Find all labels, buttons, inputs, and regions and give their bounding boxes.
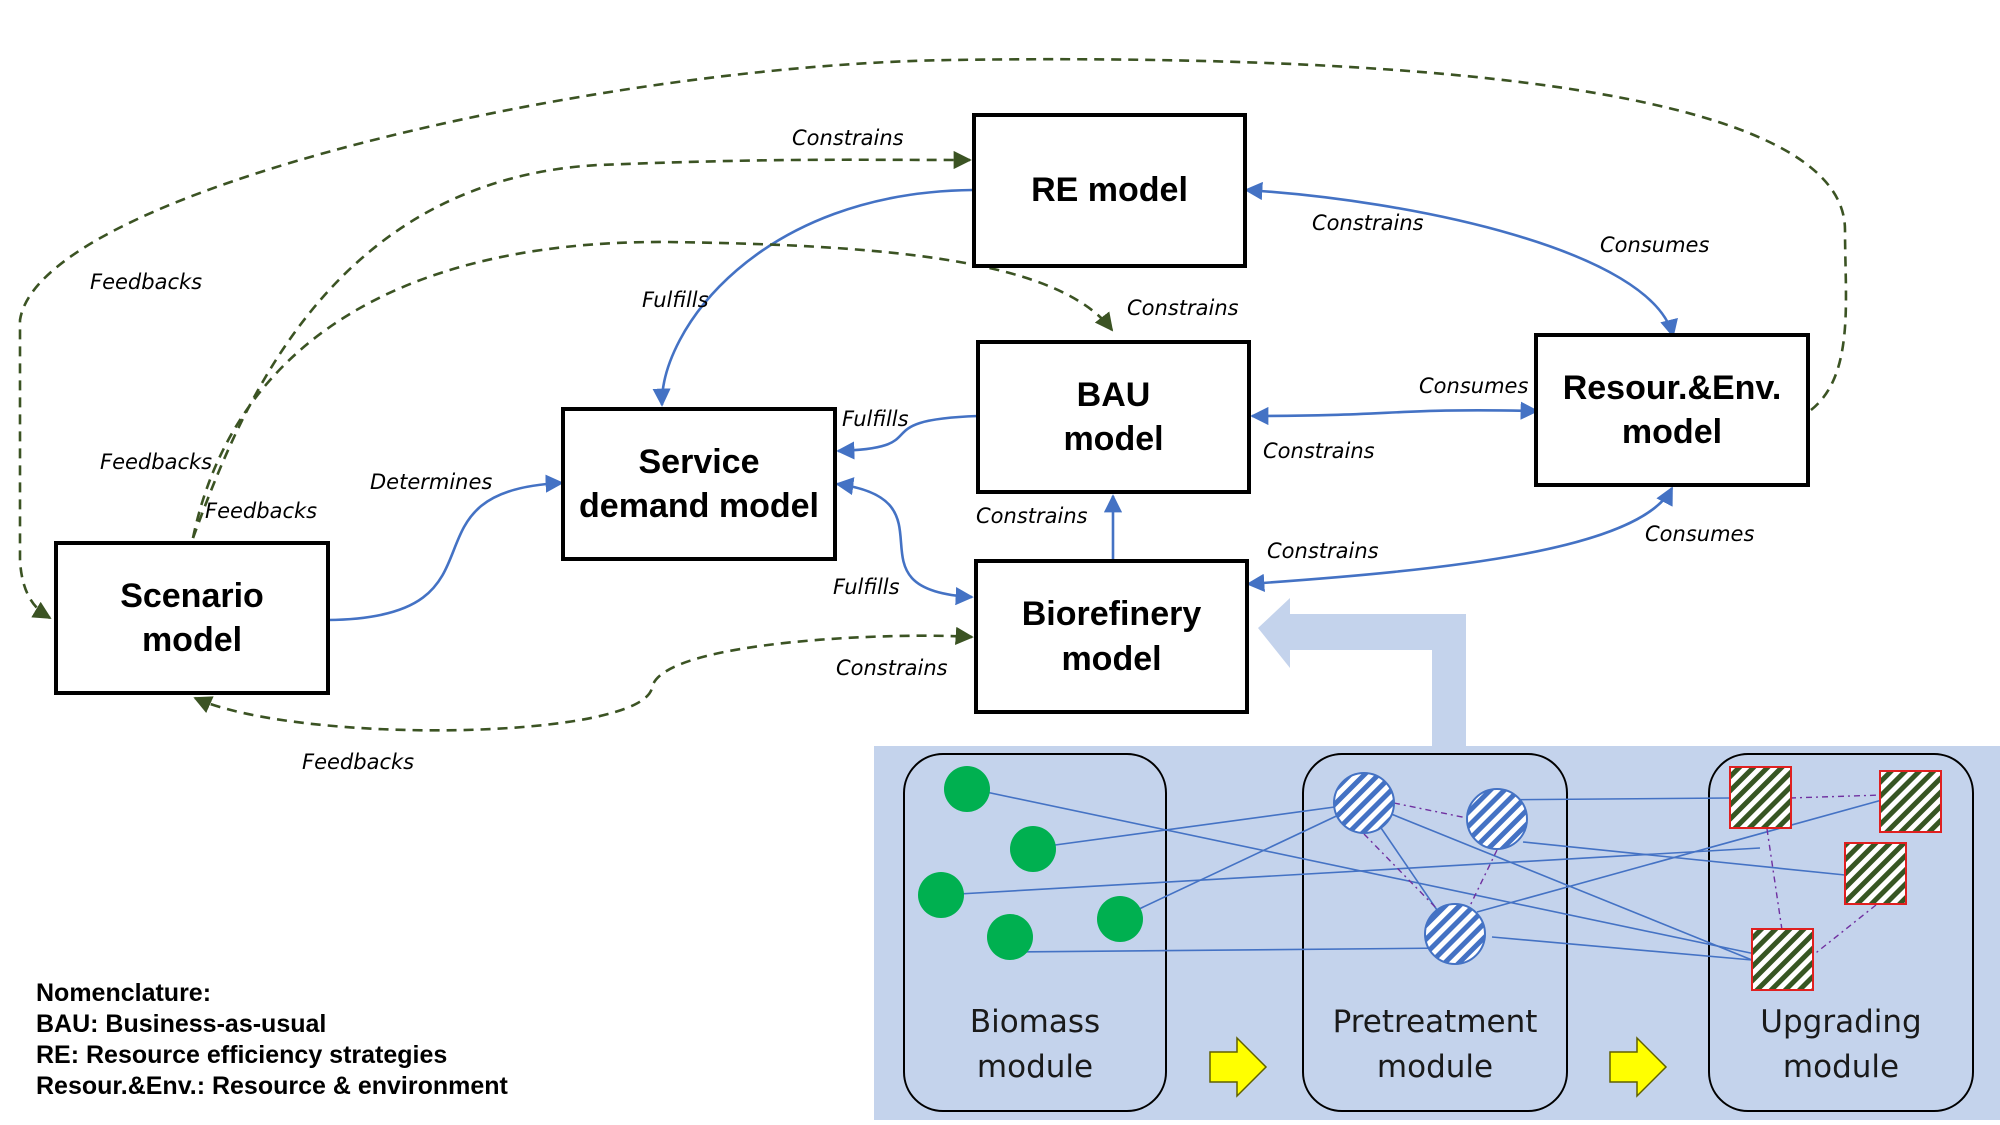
edge-label: Constrains [1127,296,1239,320]
upgrading-internal-link [1789,794,1883,799]
edge-label: Feedbacks [205,499,318,523]
biomass-node [1097,896,1143,942]
pretreatment-node [1424,903,1486,965]
re-to-service-arrow [652,188,974,407]
scenario-to-service-arrow [327,474,564,622]
bau-to-service-arrow [836,414,979,460]
scenario-biorefinery-dashed-arrow [193,626,974,732]
re-resource-arrow [1244,181,1678,338]
edge-label: Fulfills [833,575,900,599]
edge-label: Constrains [976,504,1088,528]
panel-to-biorefinery-arrow [1258,598,1466,746]
module-link [1032,802,1365,849]
pretreatment-internal-link [1363,833,1441,913]
module-link [1476,799,1883,913]
upgrading-node [1879,770,1942,833]
nomenclature-title: Nomenclature: [36,979,212,1007]
service-demand-model-box: Service demand model [561,407,837,561]
edge-label: Constrains [792,126,904,150]
pretreatment-node [1333,772,1395,834]
scenario-constrains-bau-arrow [191,240,1114,539]
edge-label: Determines [370,470,493,494]
edge-label: Fulfills [642,288,709,312]
module-link [1119,802,1365,919]
biomass-node [987,914,1033,960]
edge-label: Consumes [1600,233,1710,257]
biorefinery-resource-arrow [1246,486,1674,592]
edge-label: Feedbacks [90,270,203,294]
edge-label: Constrains [1267,539,1379,563]
biomass-node [944,766,990,812]
step-arrow-biomass-to-pretreatment [1209,1036,1268,1098]
upgrading-internal-link [1766,828,1783,931]
upgrading-module-box [1708,753,1974,1112]
upgrading-internal-link [1811,904,1877,957]
pretreatment-module-box [1302,753,1568,1112]
biomass-module-box [903,753,1167,1112]
edge-label: Constrains [836,656,948,680]
upgrading-node [1751,928,1814,991]
edge-label: Fulfills [842,407,909,431]
resource-environment-model-box: Resour.&Env. model [1534,333,1810,487]
nomenclature-line: BAU: Business-as-usual [36,1010,327,1038]
biomass-node [1010,826,1056,872]
edge-label: Consumes [1419,374,1529,398]
nomenclature-line: RE: Resource efficiency strategies [36,1041,448,1069]
scenario-model-box: Scenario model [54,541,330,695]
edge-label: Feedbacks [302,750,415,774]
module-link [1522,841,1846,876]
biomass-node [918,872,964,918]
biorefinery-model-box: Biorefinery model [974,559,1249,714]
module-link [940,847,1761,896]
re-model-box: RE model [972,113,1247,268]
biomass-module-label: Biomass module [969,1004,1101,1085]
upgrading-module-label: Upgrading module [1760,1004,1922,1085]
service-biorefinery-arrow [835,477,974,606]
upgrading-node [1729,766,1792,829]
upgrading-node [1844,842,1907,905]
module-link [1491,936,1753,961]
edge-label: Constrains [1312,211,1424,235]
pretreatment-internal-link [1466,849,1498,913]
edge-label: Constrains [1263,439,1375,463]
pretreatment-module-label: Pretreatment module [1332,1004,1538,1085]
nomenclature-block: Nomenclature: BAU: Business-as-usual RE:… [36,978,508,1102]
edge-label: Feedbacks [100,450,213,474]
nomenclature-line: Resour.&Env.: Resource & environment [36,1072,508,1100]
pretreatment-internal-link [1393,802,1468,819]
edge-label: Consumes [1645,522,1755,546]
pretreatment-node [1466,788,1528,850]
module-link [1363,802,1753,961]
resource-feedback-to-scenario-arrow [18,57,1848,620]
bau-model-box: BAU model [976,340,1251,494]
bau-resource-arrow [1250,401,1539,426]
step-arrow-pretreatment-to-upgrading [1609,1036,1668,1098]
module-link [1009,947,1453,953]
